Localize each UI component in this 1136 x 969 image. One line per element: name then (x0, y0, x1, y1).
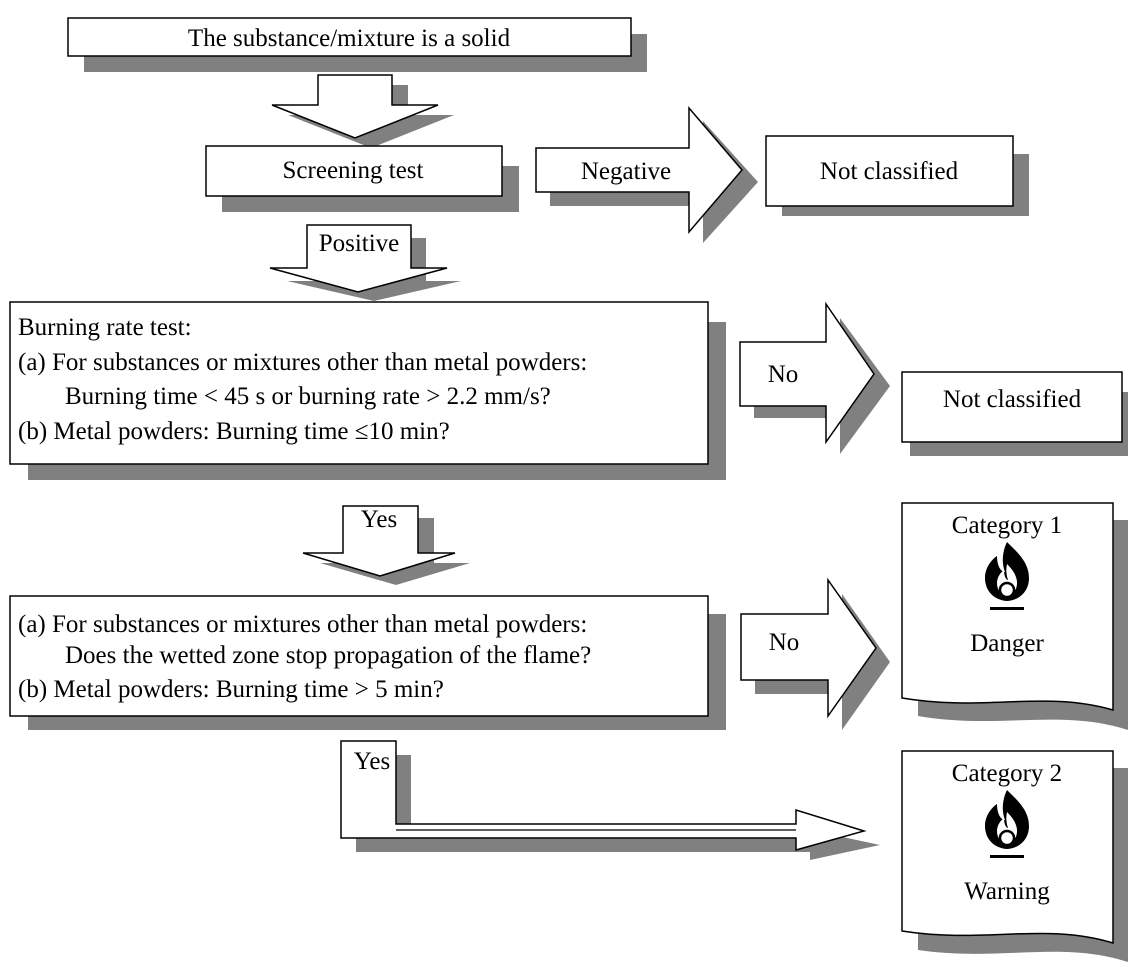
start-box: The substance/mixture is a solid (67, 17, 647, 72)
not-classified-label-2: Not classified (943, 386, 1082, 413)
not-classified-box-1: Not classified (765, 135, 1029, 216)
screening-test-label: Screening test (283, 157, 424, 184)
positive-arrow: Positive (269, 224, 461, 301)
no-arrow-2: No (740, 577, 890, 730)
negative-arrow: Negative (535, 105, 758, 243)
no-label-2: No (769, 629, 800, 656)
no-arrow-1: No (739, 301, 890, 454)
not-classified-box-2: Not classified (901, 371, 1128, 456)
burning-rate-line-2: (a) For substances or mixtures other tha… (18, 349, 587, 376)
yes-arrow-2: Yes (340, 740, 880, 860)
burning-rate-line-3: Burning time < 45 s or burning rate > 2.… (65, 383, 551, 410)
category-2-box: Category 2 Warning (901, 750, 1128, 962)
yes-label-2: Yes (354, 748, 390, 775)
category-2-title: Category 2 (952, 760, 1062, 787)
yes-arrow-1: Yes (302, 505, 470, 585)
no-label-1: No (768, 361, 799, 388)
burning-rate-line-4: (b) Metal powders: Burning time ≤10 min? (18, 418, 450, 445)
screening-test-box: Screening test (205, 145, 519, 212)
wetted-zone-line-3: (b) Metal powders: Burning time > 5 min? (18, 676, 444, 703)
negative-label: Negative (581, 158, 671, 185)
wetted-zone-box: (a) For substances or mixtures other tha… (9, 595, 726, 730)
category-1-title: Category 1 (952, 512, 1062, 539)
not-classified-label-1: Not classified (820, 158, 959, 185)
category-1-signal-word: Danger (970, 630, 1044, 657)
positive-label: Positive (319, 230, 400, 257)
down-arrow-1 (271, 74, 454, 148)
category-2-signal-word: Warning (964, 878, 1050, 905)
burning-rate-line-1: Burning rate test: (18, 314, 192, 341)
yes-label-1: Yes (361, 506, 397, 533)
wetted-zone-line-1: (a) For substances or mixtures other tha… (18, 611, 587, 638)
wetted-zone-line-2: Does the wetted zone stop propagation of… (65, 642, 591, 669)
start-box-label: The substance/mixture is a solid (188, 25, 511, 52)
burning-rate-test-box: Burning rate test: (a) For substances or… (9, 301, 726, 480)
category-1-box: Category 1 Danger (901, 502, 1128, 730)
